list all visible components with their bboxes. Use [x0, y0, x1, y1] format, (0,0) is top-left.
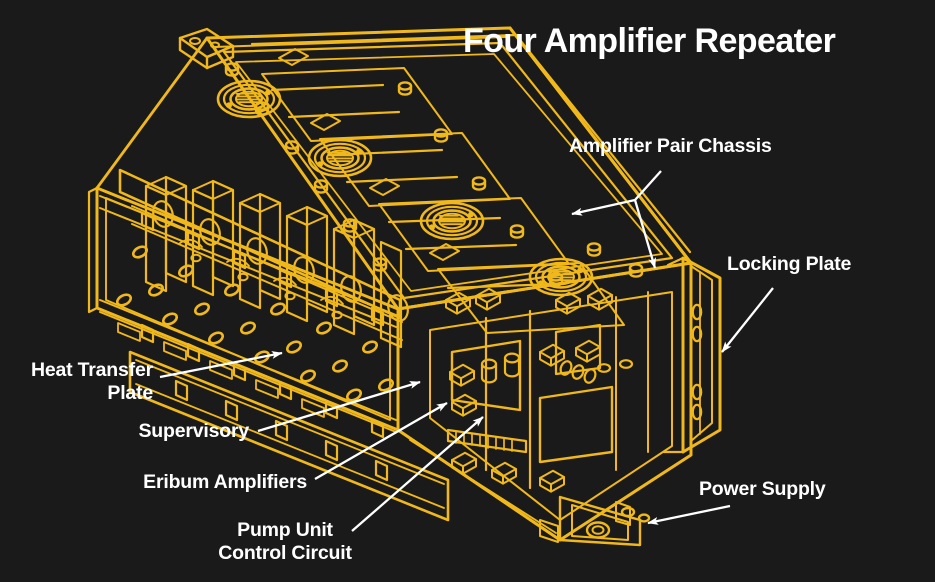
- leader-eribum-amplifiers: [314, 402, 448, 480]
- leader-power-supply: [647, 504, 731, 525]
- leader-amplifier-pair-chassis-a: [571, 198, 636, 216]
- leader-pump-unit-control-circuit: [351, 416, 484, 532]
- leader-amplifier-pair-chassis-b: [633, 199, 657, 269]
- label-power-supply: Power Supply: [699, 478, 826, 500]
- label-amplifier-pair-chassis: Amplifier Pair Chassis: [569, 135, 772, 157]
- leader-locking-plate: [721, 287, 774, 353]
- label-eribum-amplifiers: Eribum Amplifiers: [143, 471, 307, 493]
- leader-heat-transfer-plate: [159, 351, 283, 379]
- page-title: Four Amplifier Repeater: [463, 22, 836, 60]
- leader-lines: [159, 170, 774, 532]
- locking-plate: [662, 256, 722, 454]
- amplifier-pair-chassis-top: [178, 26, 693, 334]
- repeater-body: [87, 26, 722, 547]
- leader-supervisory: [257, 380, 421, 433]
- internal-module-stack: [118, 168, 409, 349]
- leader-amplifier-pair-chassis-stem: [634, 170, 662, 201]
- power-supply-section: [396, 261, 693, 547]
- label-heat-transfer-plate: Heat Transfer Plate: [30, 359, 153, 404]
- power-supply-assembly: [539, 495, 651, 547]
- label-pump-unit-control-circuit: Pump Unit Control Circuit: [218, 519, 352, 564]
- label-locking-plate: Locking Plate: [727, 253, 852, 275]
- label-supervisory: Supervisory: [138, 420, 249, 442]
